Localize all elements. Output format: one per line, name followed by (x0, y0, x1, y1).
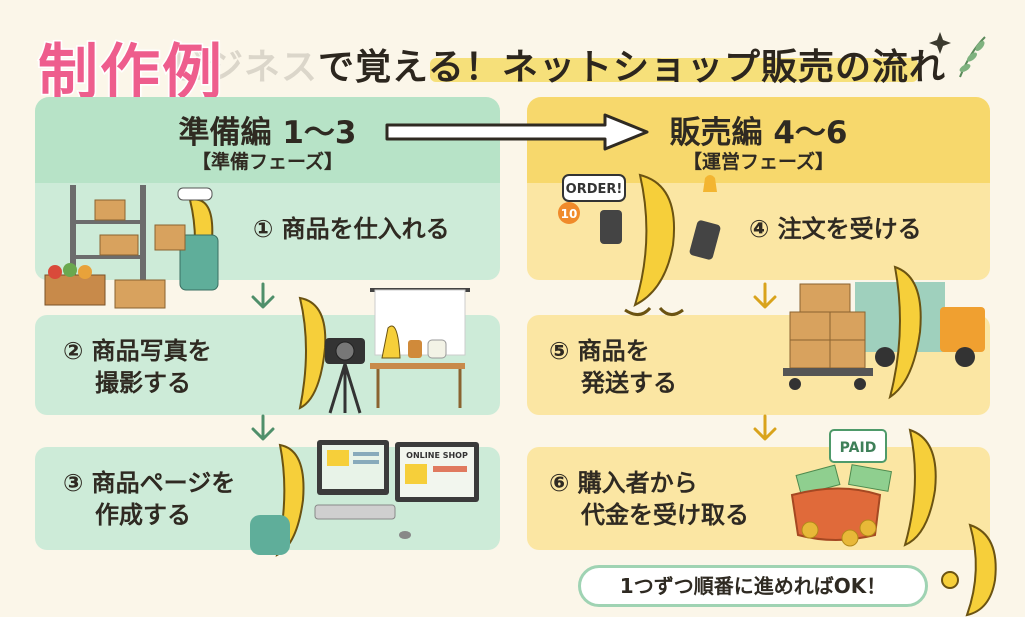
step-6-text: ⑥ 購入者から 代金を受け取る (549, 467, 749, 531)
shipping-illustration (783, 265, 985, 400)
prep-phase-subtitle: 【準備フェーズ】 (191, 151, 344, 173)
title-part2: で覚える！ (318, 47, 502, 88)
step-2-line1: ② 商品写真を (63, 337, 212, 365)
down-arrow-icon (251, 414, 275, 441)
step-2-text: ② 商品写真を 撮影する (63, 335, 212, 399)
sales-phase-title: 販売編 4〜6 (669, 115, 848, 151)
step-6-line2: 代金を受け取る (581, 501, 749, 529)
order-received-illustration: ORDER! 10 (558, 173, 721, 316)
sparkle-leaf-icon (929, 32, 986, 78)
footer-message: 1つずつ順番に進めればOK！ (578, 565, 928, 607)
step-5-text: ⑤ 商品を 発送する (549, 335, 677, 399)
sales-phase-subtitle: 【運営フェーズ】 (682, 151, 835, 173)
step-1-text: ① 商品を仕入れる (253, 215, 450, 243)
page-title: ビジネスで覚える！ネットショップ販売の流れ (170, 38, 946, 90)
step-1-box: ① 商品を仕入れる (35, 183, 500, 280)
step-3-line2: 作成する (95, 501, 191, 529)
paid-label: PAID (840, 440, 877, 456)
payment-received-illustration: PAID (790, 428, 937, 547)
step-5-line2: 発送する (581, 369, 677, 397)
prep-phase-title: 準備編 1〜3 (178, 115, 357, 151)
down-arrow-icon (753, 282, 777, 309)
thumbs-up-banana-icon (941, 523, 997, 617)
order-label: ORDER! (566, 182, 623, 197)
shop-page-computer-illustration: ONLINE SHOP (250, 440, 479, 557)
step-3-line1: ③ 商品ページを (63, 469, 236, 497)
down-arrow-icon (251, 282, 275, 309)
step-6-line1: ⑥ 購入者から (549, 469, 698, 497)
title-highlight (430, 58, 918, 82)
online-shop-label: ONLINE SHOP (406, 451, 468, 460)
title-part3: ネットショップ販売の流れ (501, 47, 946, 88)
stock-shelf-illustration (44, 185, 219, 309)
photo-shoot-illustration (298, 288, 470, 414)
notification-badge: 10 (561, 207, 578, 221)
title-part1: ビジネス (170, 47, 319, 88)
down-arrow-icon (753, 414, 777, 441)
step-3-text: ③ 商品ページを 作成する (63, 467, 235, 531)
step-5-line1: ⑤ 商品を (549, 337, 650, 365)
step-2-line2: 撮影する (95, 369, 191, 397)
step-4-text: ④ 注文を受ける (749, 215, 922, 243)
prep-phase-header: 準備編 1〜3 【準備フェーズ】 (35, 97, 500, 183)
phase-arrow-icon (385, 113, 649, 151)
